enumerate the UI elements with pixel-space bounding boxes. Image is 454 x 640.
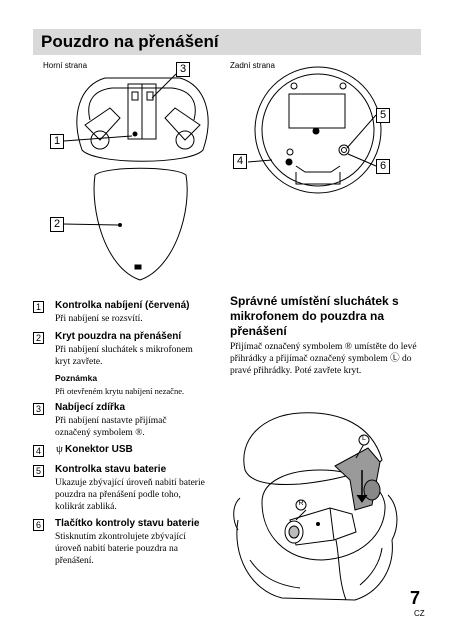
item-number: 3 <box>33 403 44 415</box>
placement-title: Správné umístění sluchátek s mikrofonem … <box>230 294 399 338</box>
item-title: Tlačítko kontroly stavu baterie <box>55 518 200 529</box>
placement-body: Přijímač označený symbolem ® umístěte do… <box>230 342 417 376</box>
item-number: 4 <box>33 445 44 457</box>
label-r: R <box>298 500 304 507</box>
section-header: Pouzdro na přenášení <box>33 29 421 55</box>
item-title: Kontrolka stavu baterie <box>55 464 167 475</box>
note-title: Poznámka <box>55 373 98 383</box>
item-number: 2 <box>33 332 44 344</box>
item-desc: Při nabíjení nastavte přijímač označený … <box>55 416 167 438</box>
item-desc: Ukazuje zbývající úroveň nabití baterie … <box>55 478 205 512</box>
item-desc: Při nabíjení sluchátek s mikrofonem kryt… <box>55 345 193 367</box>
usb-icon: ψ <box>56 443 63 455</box>
top-side-caption: Horní strana <box>43 61 88 70</box>
item-desc: Stisknutím zkontrolujete zbývající úrove… <box>55 532 186 566</box>
back-side-caption: Zadní strana <box>230 61 275 70</box>
item-title: Nabíjecí zdířka <box>55 402 126 413</box>
callout-4: 4 <box>233 154 247 169</box>
callout-1: 1 <box>50 134 64 149</box>
item-desc: Při nabíjení se rozsvítí. <box>55 314 143 324</box>
item-number: 1 <box>33 301 44 313</box>
section-title: Pouzdro na přenášení <box>41 32 219 51</box>
item-title: Kryt pouzdra na přenášení <box>55 331 182 342</box>
item-number: 6 <box>33 519 44 531</box>
callout-2: 2 <box>50 217 64 232</box>
page-number: 7 <box>410 588 421 608</box>
label-l: L <box>362 435 366 442</box>
page-language: CZ <box>414 609 425 618</box>
note-text: Při otevřeném krytu nabíjení nezačne. <box>55 386 185 396</box>
callout-3: 3 <box>176 62 190 77</box>
callout-6: 6 <box>376 159 390 174</box>
callout-5: 5 <box>376 108 390 123</box>
item-title: Konektor USB <box>65 444 133 455</box>
item-number: 5 <box>33 465 44 477</box>
item-title: Kontrolka nabíjení (červená) <box>55 300 190 311</box>
